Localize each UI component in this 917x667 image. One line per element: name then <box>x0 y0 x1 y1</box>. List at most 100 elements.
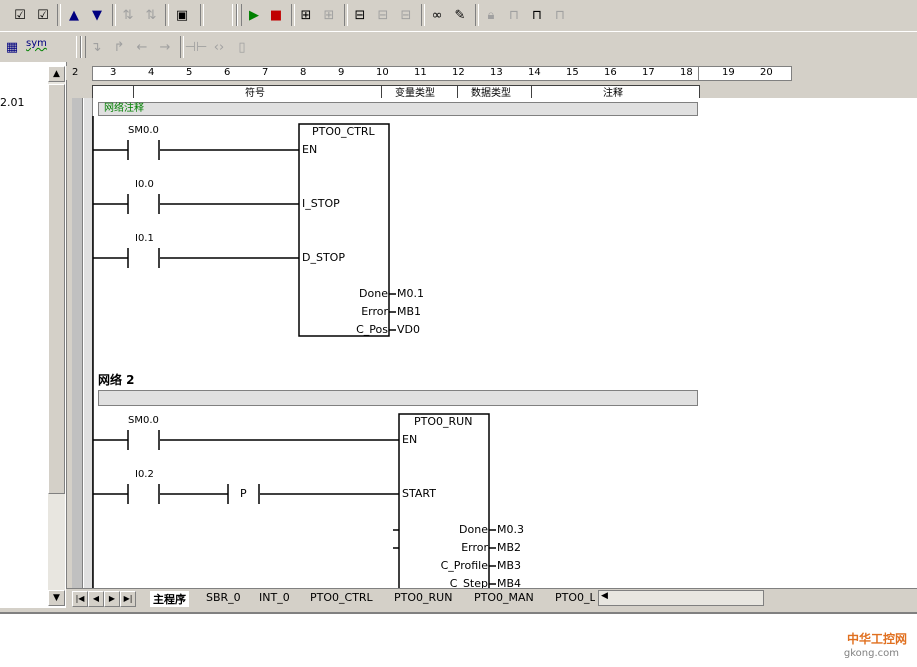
symbol-addressing-button[interactable]: sym <box>26 38 47 49</box>
n2-operand-error[interactable]: MB2 <box>497 541 522 554</box>
run-icon[interactable]: ▶ <box>249 7 259 23</box>
ruler-tick: 4 <box>148 67 155 78</box>
pencil-icon[interactable]: ✎ <box>454 7 466 23</box>
options-icon[interactable]: ▣ <box>175 7 189 23</box>
download-icon[interactable]: ⊟ <box>377 7 389 23</box>
n1-operand-cpos[interactable]: VD0 <box>397 323 420 336</box>
n1-operand-error[interactable]: MB1 <box>397 305 422 318</box>
network1-comment-bar[interactable]: 网络注释 <box>98 102 698 116</box>
n1-pin-error: Error <box>361 305 388 318</box>
unlock-icon[interactable]: ⊓ <box>508 7 520 23</box>
ruler-tick: 5 <box>186 67 193 78</box>
insert-left-line-icon[interactable]: ← <box>136 39 148 55</box>
ruler-tick: 8 <box>300 67 307 78</box>
header-divider <box>133 86 134 98</box>
ruler-tick: 18 <box>680 67 693 78</box>
n1-operand-done[interactable]: M0.1 <box>397 287 424 300</box>
toolbar-separator <box>180 36 184 58</box>
network2-title: 网络 2 <box>98 373 135 387</box>
header-var-type: 变量类型 <box>395 88 435 99</box>
status-chart-icon[interactable]: ⊟ <box>400 7 412 23</box>
watermark-cn: 中华工控网 <box>846 632 907 646</box>
stop-icon[interactable]: ■ <box>269 7 283 23</box>
ruler-tick: 15 <box>566 67 579 78</box>
move-up-icon[interactable]: ▲ <box>69 7 79 23</box>
tab-next-icon[interactable]: ▶ <box>104 591 120 607</box>
vertical-scrollbar[interactable]: ▲ ▼ <box>48 66 65 606</box>
check-all-icon[interactable]: ☑ <box>37 7 49 23</box>
n2-function-box[interactable] <box>398 413 490 590</box>
n2-operand-cprofile[interactable]: MB3 <box>497 559 522 572</box>
ruler-tick: 12 <box>452 67 465 78</box>
network1-comment: 网络注释 <box>104 103 144 114</box>
sort-descending-icon[interactable]: ⇅ <box>145 7 157 23</box>
scroll-down-icon[interactable]: ▼ <box>48 590 65 606</box>
symbol-table-icon[interactable]: ▦ <box>5 39 19 55</box>
n1-pin-cpos: C_Pos <box>356 323 388 336</box>
tab-int0[interactable]: INT_0 <box>259 591 290 604</box>
move-down-icon[interactable]: ▼ <box>92 7 102 23</box>
scroll-left-icon[interactable]: ◀ <box>601 591 608 601</box>
ruler-tick: 20 <box>760 67 773 78</box>
ruler-tick: 19 <box>722 67 735 78</box>
n1-contact-label-i00: I0.0 <box>135 179 154 190</box>
ruler-tick: 6 <box>224 67 231 78</box>
insert-right-line-icon[interactable]: → <box>159 39 171 55</box>
toolbar-separator <box>165 4 169 26</box>
ruler-tick: 2 <box>72 67 79 78</box>
toolbar-separator <box>112 4 116 26</box>
n1-contact-label-sm00: SM0.0 <box>128 125 159 136</box>
header-divider <box>381 86 382 98</box>
n1-pin-dstop: D_STOP <box>302 251 345 264</box>
toolbar-separator <box>291 4 295 26</box>
unforce-lock-icon[interactable]: ⊓ <box>554 7 566 23</box>
n1-contact-label-i01: I0.1 <box>135 233 154 244</box>
insert-contact-icon[interactable]: ⊣⊢ <box>184 39 208 55</box>
toolbar-separator <box>57 4 61 26</box>
n2-pin-done: Done <box>459 523 488 536</box>
ruler-tick: 3 <box>110 67 117 78</box>
left-pane-text: 2.01 <box>0 96 25 109</box>
n1-function-box[interactable] <box>298 123 390 337</box>
sort-ascending-icon[interactable]: ⇅ <box>122 7 134 23</box>
tab-pto0-man[interactable]: PTO0_MAN <box>474 591 534 604</box>
monitor-glasses-icon[interactable]: ∞ <box>431 7 443 23</box>
upload-icon[interactable]: ⊟ <box>354 7 366 23</box>
vertical-scroll-thumb[interactable] <box>48 84 65 494</box>
check-box-icon[interactable]: ☑ <box>14 7 26 23</box>
ladder-editor[interactable] <box>72 98 917 590</box>
tab-sbr0[interactable]: SBR_0 <box>206 591 241 604</box>
n2-operand-done[interactable]: M0.3 <box>497 523 524 536</box>
horizontal-scrollbar[interactable]: ◀ <box>598 590 764 606</box>
ruler-tick: 10 <box>376 67 389 78</box>
insert-box-icon[interactable]: ▯ <box>238 39 246 55</box>
scroll-up-icon[interactable]: ▲ <box>48 66 65 82</box>
ruler-tick: 11 <box>414 67 427 78</box>
toolbar-grip <box>81 36 86 58</box>
compile-all-icon[interactable]: ⊞ <box>323 7 335 23</box>
toolbar-grip <box>237 4 242 26</box>
ruler-tick: 13 <box>490 67 503 78</box>
insert-coil-icon[interactable]: ‹› <box>213 39 225 55</box>
tab-last-icon[interactable]: ▶| <box>120 591 136 607</box>
insert-down-line-icon[interactable]: ↴ <box>90 39 102 55</box>
network2-comment-bar[interactable] <box>98 390 698 406</box>
tab-main[interactable]: 主程序 <box>150 591 189 607</box>
tab-first-icon[interactable]: |◀ <box>72 591 88 607</box>
compile-icon[interactable]: ⊞ <box>300 7 312 23</box>
n1-box-name: PTO0_CTRL <box>312 125 375 138</box>
insert-up-line-icon[interactable]: ↱ <box>113 39 125 55</box>
force-lock-icon[interactable]: ⊓ <box>531 7 543 23</box>
n2-contact-label-i02: I0.2 <box>135 469 154 480</box>
tab-pto0-l[interactable]: PTO0_L <box>555 591 595 604</box>
lock-icon[interactable]: 🔒︎ <box>487 7 495 23</box>
n2-edge-label: P <box>240 487 247 500</box>
tab-pto0-ctrl[interactable]: PTO0_CTRL <box>310 591 373 604</box>
n2-contact-label-sm00: SM0.0 <box>128 415 159 426</box>
n2-operand-cstep[interactable]: MB4 <box>497 577 522 590</box>
tab-prev-icon[interactable]: ◀ <box>88 591 104 607</box>
tab-pto0-run[interactable]: PTO0_RUN <box>394 591 453 604</box>
header-divider <box>457 86 458 98</box>
n1-pin-en: EN <box>302 143 318 156</box>
